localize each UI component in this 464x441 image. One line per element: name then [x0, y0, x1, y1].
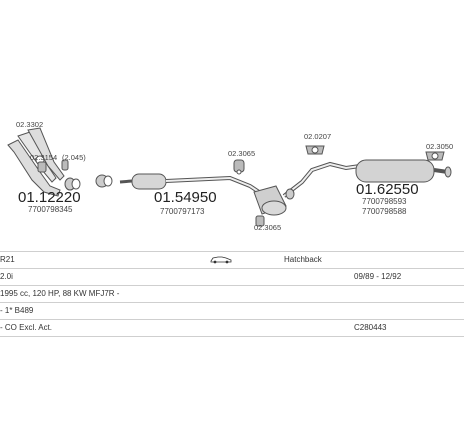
table-row: - CO Excl. Act. C280443	[0, 320, 464, 337]
ref-label-5: 02.0207	[304, 132, 331, 141]
exhaust-system-diagram: 02.3302 02.3154 (2.045) 02.3065 02.0207 …	[7, 120, 453, 232]
part-number-1: 01.12220	[18, 189, 81, 206]
vehicle-info-table: R21 Hatchback 2.0i 09/89 - 12/92 1995 cc…	[0, 251, 464, 337]
chassis-cell: - 1* B489	[0, 306, 34, 315]
ref-label-6: 02.3050	[426, 142, 453, 151]
rubber-hanger-5	[305, 145, 325, 155]
ref-label-2: 02.3154	[30, 153, 57, 162]
body-type-cell: Hatchback	[284, 255, 322, 264]
engine-cell: 2.0i	[0, 272, 13, 281]
table-row: R21 Hatchback	[0, 251, 464, 269]
oe-number-2: 7700797173	[160, 207, 205, 216]
engine-spec-cell: 1995 cc, 120 HP, 88 KW MFJ7R -	[0, 289, 120, 298]
oe-number-3b: 7700798588	[362, 207, 407, 216]
oe-number-1: 7700798345	[28, 205, 73, 214]
part-number-3: 01.62550	[356, 181, 419, 198]
ref-label-7: 02.3065	[254, 223, 281, 232]
table-row: - 1* B489	[0, 303, 464, 320]
rear-silencer	[355, 159, 452, 183]
ref-label-1: 02.3302	[16, 120, 43, 129]
model-cell: R21	[0, 255, 15, 264]
years-cell: 09/89 - 12/92	[354, 272, 402, 281]
rubber-hanger-1	[37, 161, 47, 173]
car-icon	[210, 256, 232, 264]
front-downpipe	[7, 127, 65, 197]
note-cell: - CO Excl. Act.	[0, 323, 53, 332]
rear-pipe	[282, 161, 361, 200]
oe-number-3a: 7700798593	[362, 197, 407, 206]
center-silencer	[119, 173, 264, 196]
ref-label-3: (2.045)	[62, 153, 86, 162]
rubber-hanger-2	[61, 159, 69, 171]
part-number-2: 01.54950	[154, 189, 217, 206]
rubber-hanger-6	[425, 151, 445, 161]
rubber-hanger-4	[255, 215, 265, 227]
intermediate-silencer	[253, 185, 287, 216]
clamp-2	[95, 174, 113, 188]
clamp-1	[64, 177, 81, 191]
table-row: 2.0i 09/89 - 12/92	[0, 269, 464, 286]
rubber-hanger-3	[233, 159, 245, 175]
code-cell: C280443	[354, 323, 387, 332]
table-row: 1995 cc, 120 HP, 88 KW MFJ7R -	[0, 286, 464, 303]
ref-label-4: 02.3065	[228, 149, 255, 158]
